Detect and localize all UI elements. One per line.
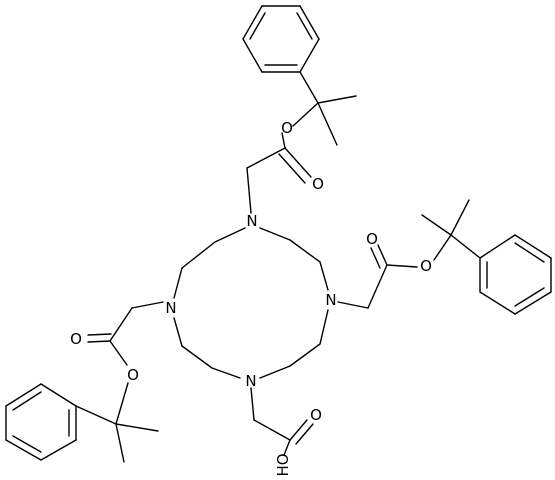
left-ester-arm	[75, 301, 164, 463]
bond	[249, 12, 266, 40]
right-ester-arm	[337, 199, 481, 309]
bond	[253, 419, 291, 441]
macrocycle-ring	[173, 227, 329, 379]
right-phenyl-ring	[479, 234, 552, 315]
top-ester-arm	[246, 71, 357, 214]
bond	[246, 167, 252, 214]
bond	[250, 387, 255, 421]
bond	[173, 317, 183, 347]
hydroxyl-label: HO	[274, 453, 292, 476]
bond	[278, 153, 306, 184]
bond	[40, 439, 77, 461]
bond	[514, 242, 545, 263]
bond	[87, 340, 111, 343]
bond	[299, 38, 320, 73]
bond	[173, 267, 183, 299]
bond	[289, 239, 321, 263]
bond	[5, 383, 42, 407]
bond	[246, 147, 286, 169]
bond	[292, 102, 319, 127]
bond	[211, 367, 241, 379]
bond	[5, 439, 42, 461]
bond	[295, 423, 314, 445]
bond	[181, 241, 216, 269]
oxygen-label: O	[281, 119, 293, 137]
bond	[450, 234, 481, 259]
bond	[319, 309, 329, 345]
bond	[242, 5, 263, 40]
bond	[299, 71, 319, 104]
bond	[317, 95, 357, 104]
bond	[421, 214, 452, 236]
bond	[337, 301, 369, 309]
bond	[479, 234, 516, 259]
bond	[433, 234, 452, 261]
nitrogen-label: N	[165, 299, 176, 317]
oxygen-label: O	[70, 330, 82, 348]
bond	[377, 244, 388, 266]
bond	[284, 147, 312, 178]
nitrogen-label: N	[325, 291, 336, 309]
bond	[109, 307, 133, 342]
bond	[115, 423, 125, 463]
nitrogen-label: N	[245, 372, 256, 390]
bond	[12, 391, 42, 411]
nitrogen-label: N	[246, 212, 257, 230]
bond	[289, 343, 321, 367]
top-phenyl-ring	[242, 5, 320, 73]
bond	[296, 12, 313, 40]
bond	[12, 435, 42, 453]
oxygen-label: O	[366, 230, 378, 248]
bond	[367, 264, 388, 309]
bond	[87, 333, 112, 336]
oxygen-label: O	[127, 366, 139, 384]
bond	[109, 340, 128, 366]
bond	[319, 261, 329, 291]
bond	[181, 345, 213, 369]
bond	[514, 291, 552, 315]
bond	[115, 423, 159, 432]
bond	[40, 383, 77, 407]
left-phenyl-ring	[5, 383, 77, 461]
bond	[115, 382, 129, 425]
oxygen-label: O	[310, 406, 322, 424]
bond	[281, 132, 286, 149]
bond	[259, 365, 291, 379]
bond	[299, 5, 320, 40]
bond	[386, 264, 418, 268]
bond	[370, 247, 381, 269]
bond	[289, 419, 308, 441]
bottom-acid-arm	[250, 387, 314, 456]
bond	[514, 234, 552, 259]
bond	[283, 439, 291, 456]
bond	[479, 291, 516, 315]
bond	[450, 199, 470, 236]
bond	[242, 38, 263, 73]
bond	[75, 405, 117, 425]
oxygen-label: O	[312, 175, 324, 193]
bond	[214, 227, 246, 243]
bond	[514, 287, 545, 307]
atom-labels: N N N N O O O O O O O HO	[70, 119, 432, 477]
bond	[259, 227, 291, 241]
bond	[317, 102, 338, 146]
bond	[131, 301, 164, 309]
oxygen-label: O	[420, 257, 432, 275]
